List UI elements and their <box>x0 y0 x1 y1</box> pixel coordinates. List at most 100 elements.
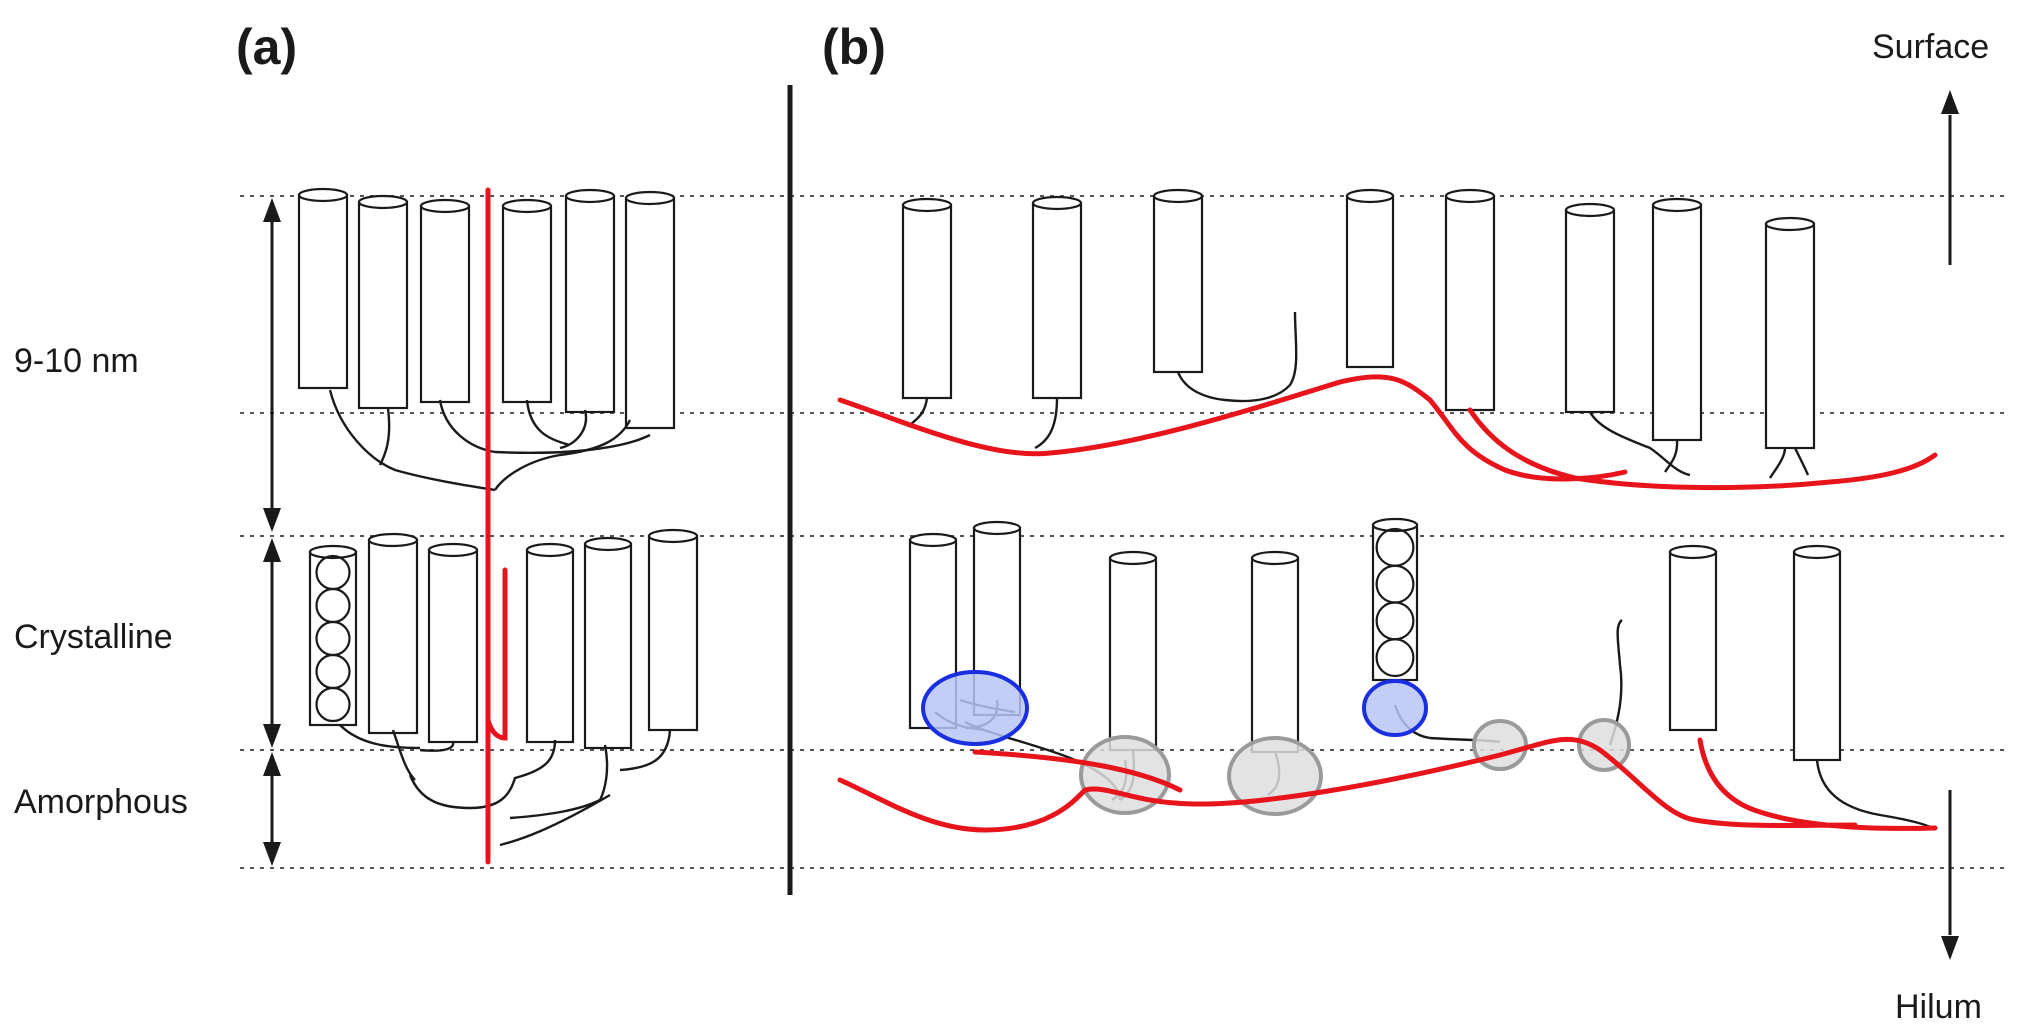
cylinder-top <box>1371 517 1419 533</box>
cylinder-body <box>427 548 479 744</box>
helix-cylinder <box>564 188 616 414</box>
cylinder-body <box>367 538 419 735</box>
branch-chain <box>494 419 632 491</box>
cylinder-top <box>367 532 419 548</box>
helix-cylinder <box>1764 216 1816 450</box>
arrow-head-down <box>263 724 281 748</box>
cylinder-top <box>357 194 409 210</box>
branch-chain <box>391 729 416 781</box>
cylinder-top <box>1564 202 1616 218</box>
cylinder-body <box>647 534 699 732</box>
panel-a-label: (a) <box>236 19 298 75</box>
cylinder-top <box>1764 216 1816 232</box>
cylinder-top <box>1345 188 1395 204</box>
helix-cylinder <box>501 198 553 404</box>
helix-coil <box>1375 638 1415 678</box>
gray-ellipse <box>1079 735 1171 815</box>
cylinder-top <box>1651 197 1703 213</box>
branch-chain <box>1664 439 1679 473</box>
dimension-label: 9-10 nm <box>14 342 139 380</box>
panel-b-label: (b) <box>822 19 886 75</box>
red-chain-bottom-branch <box>972 749 1183 793</box>
arrow-head-up <box>263 198 281 222</box>
dimension-arrows <box>263 90 1959 960</box>
cylinder-top <box>419 198 471 214</box>
helix-cylinder-detailed <box>308 544 358 727</box>
branch-chain <box>339 724 421 750</box>
cylinder-top <box>1668 544 1718 560</box>
branch-chain <box>559 409 588 450</box>
cylinder-top <box>525 542 575 558</box>
branch-chain <box>1815 759 1936 831</box>
branch-chain <box>438 399 651 455</box>
arrow-head-down <box>263 842 281 866</box>
branch-chain <box>419 741 455 752</box>
cylinder-top <box>1444 188 1496 204</box>
cylinder-top <box>1152 188 1204 204</box>
branch-chain <box>499 793 611 847</box>
helix-cylinder <box>1108 550 1158 752</box>
cylinder-body <box>1564 208 1616 414</box>
branch-chain <box>1768 447 1787 479</box>
arrow-head-down <box>263 508 281 532</box>
branch-chain <box>1034 397 1059 450</box>
cylinder-body <box>1250 556 1300 754</box>
helix-cylinder <box>357 194 409 410</box>
crystalline-label: Crystalline <box>14 618 173 656</box>
helix-cylinder <box>1031 195 1083 400</box>
helix-coil <box>315 686 351 723</box>
red-chain-bottom-right <box>1697 737 1938 831</box>
arrow-head-up <box>1941 90 1959 114</box>
cylinder-top <box>564 188 616 204</box>
helix-cylinder <box>1345 188 1395 369</box>
branch-chain <box>598 744 609 801</box>
cylinder-body <box>901 203 953 400</box>
surface-label: Surface <box>1872 28 1990 66</box>
cylinder-top <box>647 528 699 544</box>
branch-chain <box>509 798 601 820</box>
helix-cylinder <box>901 197 953 400</box>
cylinder-body <box>583 542 633 750</box>
cylinder-top <box>901 197 953 213</box>
helix-cylinder <box>525 542 575 744</box>
branch-chain <box>1176 311 1298 403</box>
arrow-head-down <box>1941 936 1959 960</box>
red-chain-branch <box>485 567 508 741</box>
helix-cylinder <box>1792 544 1842 762</box>
helix-cylinder <box>1668 544 1718 732</box>
cylinder-body <box>1668 550 1718 732</box>
hilum-label: Hilum <box>1895 988 1982 1026</box>
helix-cylinder <box>624 190 676 430</box>
cylinder-top <box>908 532 958 548</box>
cylinder-body <box>297 193 349 390</box>
helix-cylinder <box>1444 188 1496 412</box>
cylinder-body <box>1345 194 1395 369</box>
branch-chain <box>1793 447 1810 476</box>
helix-cylinder <box>367 532 419 735</box>
gray-ellipse <box>1577 718 1631 772</box>
branch-chain <box>378 407 391 466</box>
red-chain-bottom <box>837 736 1858 833</box>
cylinder-body <box>525 548 575 744</box>
helix-cylinder <box>1152 188 1204 374</box>
helix-cylinder-detailed <box>1371 517 1419 682</box>
helix-cylinder <box>1564 202 1616 414</box>
cylinder-top <box>583 536 633 552</box>
branch-chain <box>1588 411 1691 477</box>
helix-cylinder <box>583 536 633 750</box>
cylinder-body <box>1108 556 1158 752</box>
cylinder-top <box>972 520 1022 536</box>
red-chain-top <box>837 374 1628 482</box>
helix-cylinder <box>1651 197 1703 442</box>
helix-cylinder <box>297 187 349 390</box>
helix-cylinder <box>647 528 699 732</box>
cylinder-body <box>1152 194 1204 374</box>
cylinder-body <box>501 204 553 404</box>
blue-ellipse <box>921 670 1029 746</box>
cylinder-body <box>564 194 616 414</box>
branch-chain <box>328 389 496 492</box>
blue-ellipse <box>1362 679 1428 737</box>
cylinder-body <box>1031 201 1083 400</box>
arrow-head-up <box>263 538 281 562</box>
